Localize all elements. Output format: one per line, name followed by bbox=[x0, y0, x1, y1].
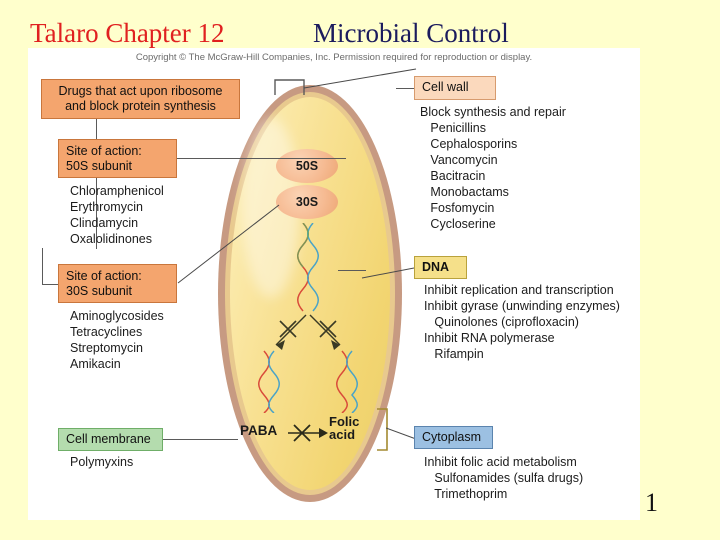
connector-30s-diagonal bbox=[177, 204, 280, 284]
chapter-title: Talaro Chapter 12 bbox=[30, 18, 225, 48]
connector-dna-diagonal bbox=[361, 267, 415, 279]
cytoplasm-bracket bbox=[377, 408, 388, 451]
connector-ribosome-vertical bbox=[96, 119, 97, 249]
connector-cell-wall-stub bbox=[396, 88, 414, 89]
drug-list-cell-membrane: Polymyxins bbox=[70, 455, 134, 469]
figure-panel: Copyright © The McGraw-Hill Companies, I… bbox=[28, 48, 640, 520]
cytoplasm-connector bbox=[386, 427, 417, 440]
callout-ribosome-drugs[interactable]: Drugs that act upon ribosome and block p… bbox=[41, 79, 240, 119]
drug-list-30s: Aminoglycosides Tetracyclines Streptomyc… bbox=[70, 309, 164, 371]
connector-50s-horizontal bbox=[96, 158, 346, 159]
drug-list-dna: Inhibit replication and transcription In… bbox=[424, 283, 620, 361]
connector-30s-vertical bbox=[42, 248, 43, 285]
drug-list-cytoplasm: Inhibit folic acid metabolism Sulfonamid… bbox=[424, 455, 584, 501]
callout-site-30s-line2: 30S subunit bbox=[66, 284, 133, 298]
callout-site-50s[interactable]: Site of action: 50S subunit bbox=[58, 139, 177, 178]
dna-replication-diagram bbox=[258, 223, 358, 413]
connector-cell-membrane bbox=[163, 439, 238, 440]
callout-dna[interactable]: DNA bbox=[414, 256, 467, 279]
ribosome-30s: 30S bbox=[276, 185, 338, 219]
callout-cell-membrane[interactable]: Cell membrane bbox=[58, 428, 163, 451]
callout-site-50s-line2: 50S subunit bbox=[66, 159, 133, 173]
folic-acid-line2: acid bbox=[329, 427, 356, 442]
callout-site-30s[interactable]: Site of action: 30S subunit bbox=[58, 264, 177, 303]
callout-ribosome-line1: Drugs that act upon ribosome bbox=[58, 84, 223, 98]
slide-title-bar: Talaro Chapter 12 Microbial Control bbox=[0, 18, 720, 58]
drug-list-50s: Chloramphenicol Erythromycin Clindamycin… bbox=[70, 184, 164, 246]
callout-ribosome-line2: and block protein synthesis bbox=[65, 99, 216, 113]
cell-wall-connector bbox=[303, 68, 417, 89]
ribosome-30s-label: 30S bbox=[295, 195, 319, 209]
folic-acid-block-arrow bbox=[288, 424, 328, 442]
topic-title: Microbial Control bbox=[313, 18, 509, 48]
callout-site-30s-line1: Site of action: bbox=[66, 269, 142, 283]
callout-site-50s-line1: Site of action: bbox=[66, 144, 142, 158]
page-number: 1 bbox=[645, 488, 658, 517]
copyright-notice: Copyright © The McGraw-Hill Companies, I… bbox=[135, 52, 533, 63]
ribosome-50s: 50S bbox=[276, 149, 338, 183]
paba-label: PABA bbox=[240, 423, 278, 438]
connector-30s-stub bbox=[42, 284, 59, 285]
folic-acid-label: Folic acid bbox=[329, 415, 377, 441]
callout-cytoplasm[interactable]: Cytoplasm bbox=[414, 426, 493, 449]
ribosome-50s-label: 50S bbox=[295, 159, 319, 173]
drug-list-cell-wall: Block synthesis and repair Penicillins C… bbox=[420, 105, 566, 231]
callout-cell-wall[interactable]: Cell wall bbox=[414, 76, 496, 100]
folic-acid-line1: Folic bbox=[329, 414, 360, 429]
connector-dna-horizontal bbox=[338, 270, 366, 271]
